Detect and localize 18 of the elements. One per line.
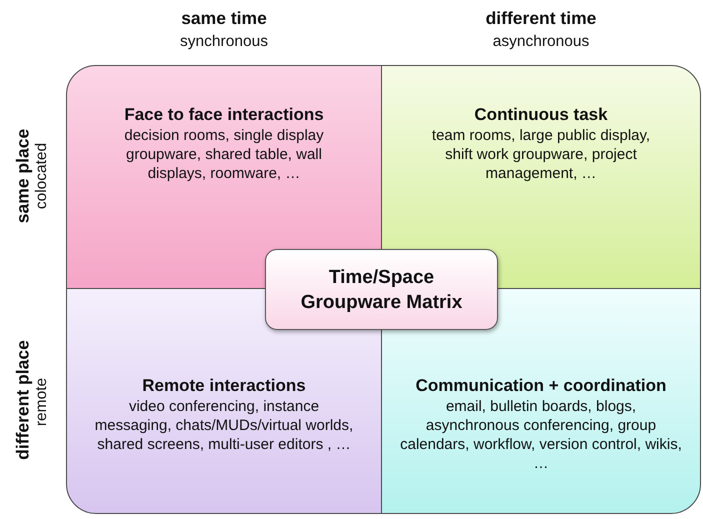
column-heading: same time: [181, 8, 267, 29]
row-subheading: remote: [33, 378, 51, 426]
quadrant-title: Continuous task: [474, 104, 608, 126]
column-heading: different time: [486, 8, 596, 29]
quadrant-title: Remote interactions: [142, 375, 306, 397]
quadrant-description: decision rooms, single display groupware, shared table, wall displays, roomware, …: [123, 126, 325, 183]
quadrant-description: email, bulletin boards, blogs, asynchronous conferencing, group calendars, workflow, version control, wikis, …: [400, 397, 682, 473]
quadrant-title: Face to face interactions: [124, 104, 324, 126]
quadrant-title: Communication + coordination: [416, 375, 666, 397]
quadrant-description: team rooms, large public display, shift work groupware, project management, …: [430, 126, 652, 183]
column-subheading: synchronous: [180, 33, 268, 51]
column-subheading: asynchronous: [492, 33, 590, 51]
row-heading: different place: [12, 340, 34, 460]
title-box: [265, 249, 498, 330]
row-heading: same place: [12, 128, 34, 224]
row-subheading: colocated: [33, 142, 51, 210]
quadrant-description: video conferencing, instance messaging, chats/MUDs/virtual worlds, shared screens, multi-user editors , …: [94, 397, 354, 454]
matrix-title: Time/Space Groupware Matrix: [300, 266, 464, 314]
